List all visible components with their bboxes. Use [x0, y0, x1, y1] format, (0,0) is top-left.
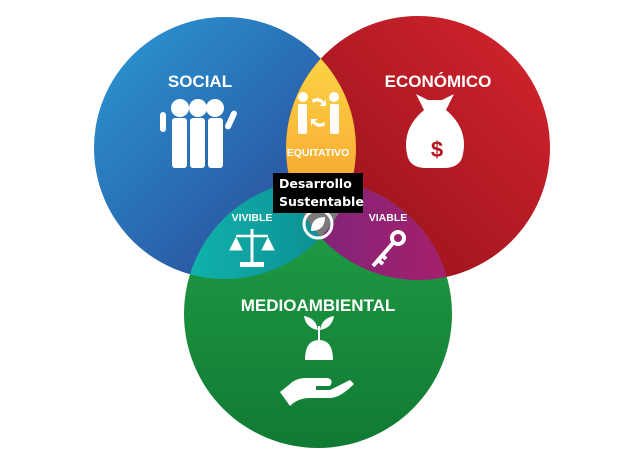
equitable-label: EQUITATIVO — [287, 147, 350, 159]
economic-label: ECONÓMICO — [385, 72, 492, 91]
viable-region — [286, 180, 452, 280]
plant-in-hand-icon — [280, 316, 354, 406]
center-label-line1: Desarrollo — [279, 176, 352, 191]
environmental-label: MEDIOAMBIENTAL — [241, 296, 396, 315]
livable-label: VIVIBLE — [232, 212, 273, 224]
svg-text:$: $ — [431, 137, 443, 162]
scales-icon — [229, 229, 275, 267]
people-group-icon — [160, 99, 237, 168]
viable-label: VIABLE — [369, 212, 408, 224]
handshake-exchange-icon — [298, 92, 339, 134]
sustainable-development-label: Desarrollo Sustentable — [273, 173, 364, 213]
center-label-line2: Sustentable — [279, 194, 364, 209]
key-icon — [371, 230, 406, 268]
money-bag-icon: $ — [406, 94, 464, 168]
social-label: SOCIAL — [168, 72, 232, 91]
